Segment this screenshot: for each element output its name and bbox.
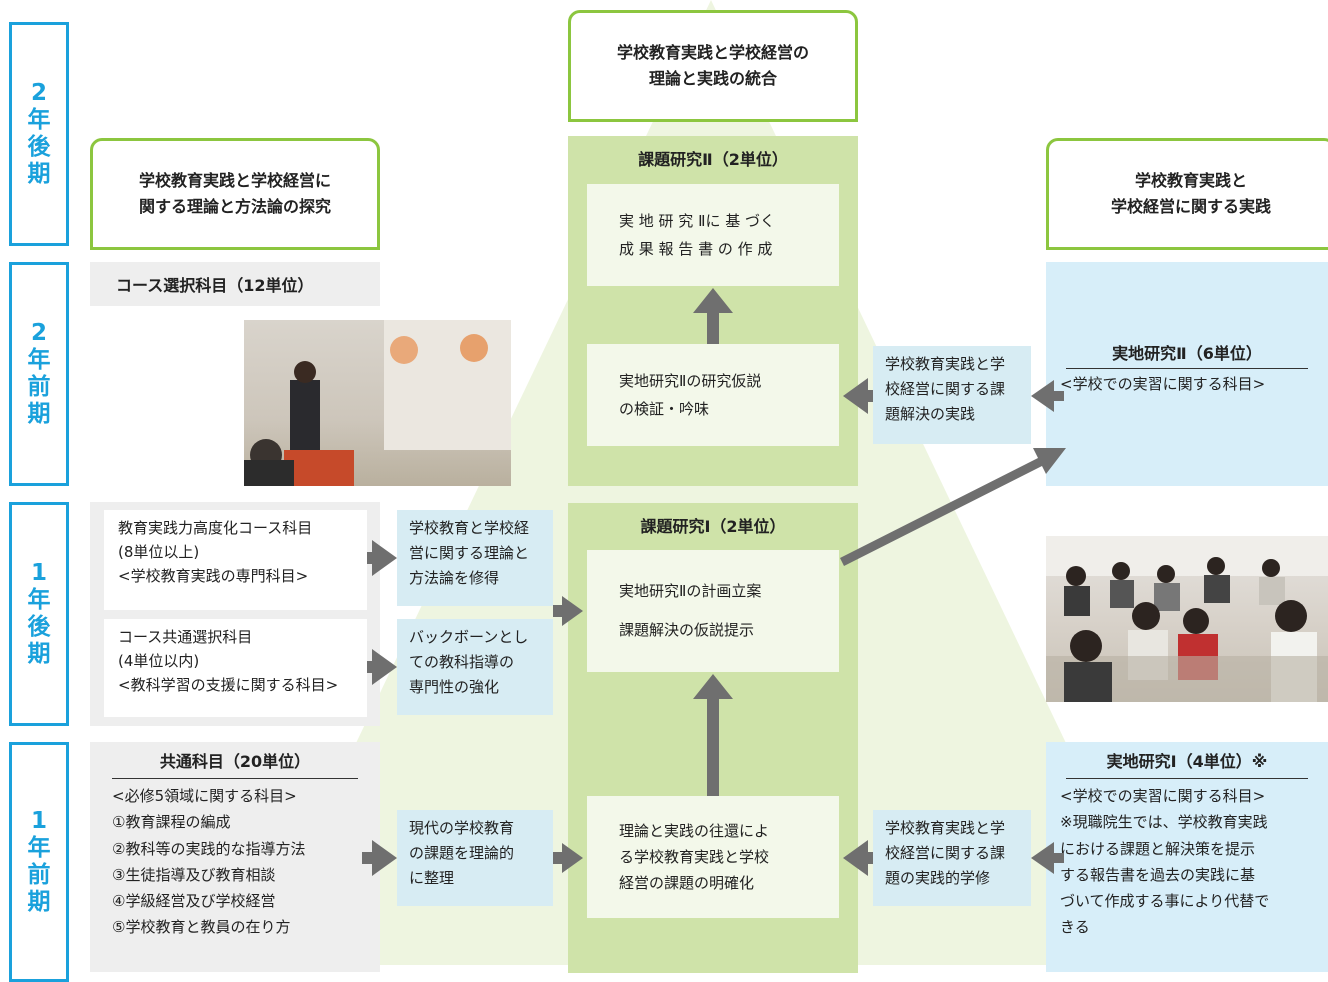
arrow-left-jicchi1 <box>1031 842 1064 874</box>
common-select-card: コース共通選択科目 (4単位以内) <教科学習の支援に関する科目> <box>104 619 367 717</box>
presentation-photo <box>244 320 511 486</box>
arrow-up-kadai2 <box>693 288 733 344</box>
kadai1-plan-box: 実地研究Ⅱの計画立案課題解決の仮説提示 <box>587 550 839 672</box>
common-item: ④学級経営及び学校経営 <box>112 892 276 910</box>
arrow-right-common <box>362 840 397 876</box>
arrow-up-kadai1 <box>693 674 733 796</box>
arrow-right-advanced <box>367 540 397 576</box>
jicchi1-line: における課題と解決策を提示 <box>1060 839 1256 858</box>
jicchi2-panel: 実地研究Ⅱ（6単位） <学校での実習に関する科目> <box>1046 262 1328 486</box>
jicchi1-line: ※現職院生では、学校教育実践 <box>1060 813 1268 832</box>
common-item: ①教育課程の編成 <box>112 813 231 832</box>
common-item: <必修5領域に関する科目> <box>112 787 297 805</box>
arrow-right-common-select <box>367 649 397 685</box>
common-item: ⑤学校教育と教員の在り方 <box>112 918 291 937</box>
arrow-right-modern <box>553 843 583 873</box>
arrow-left-practical <box>843 840 873 876</box>
course-select-label: コース選択科目（12単位） <box>90 262 380 306</box>
kadai2-verify-box: 実地研究Ⅱの研究仮説の検証・吟味 <box>587 344 839 446</box>
kadai1-clarify-box: 理論と実践の往還による学校教育実践と学校経営の課題の明確化 <box>587 796 839 918</box>
common-subjects-panel: 共通科目（20単位） <必修5領域に関する科目> ①教育課程の編成 ②教科等の実… <box>90 742 380 972</box>
arrow-left-jicchi2 <box>1031 380 1064 412</box>
arrow-right-theory <box>553 596 583 626</box>
practice-heading: 学校教育実践と学校経営に関する実践 <box>1046 138 1328 250</box>
advanced-course-card: 教育実践力高度化コース科目 (8単位以上) <学校教育実践の専門科目> <box>104 510 367 610</box>
jicchi1-panel: 実地研究Ⅰ（4単位）※ <学校での実習に関する科目> ※現職院生では、学校教育実… <box>1046 742 1328 972</box>
theory-method-box: 学校教育と学校経営に関する理論と方法論を修得 <box>397 510 553 606</box>
jicchi1-line: する報告書を過去の実践に基 <box>1060 865 1256 884</box>
common-subjects-title: 共通科目（20単位） <box>112 748 358 779</box>
jicchi1-line: <学校での実習に関する科目> <box>1060 787 1266 805</box>
arrow-left-problem <box>843 378 873 414</box>
common-item: ②教科等の実践的な指導方法 <box>112 839 306 858</box>
classroom-photo <box>1046 536 1328 702</box>
jicchi1-line: づいて作成する事により代替で <box>1060 892 1270 910</box>
subject-teaching-box: バックボーンとしての教科指導の専門性の強化 <box>397 619 553 715</box>
arrow-diagonal-jicchi2 <box>840 448 1066 566</box>
kadai1-title: 課題研究Ⅰ（2単位） <box>640 517 786 536</box>
jicchi2-title: 実地研究Ⅱ（6単位） <box>1066 340 1308 369</box>
kadai2-report-box: 実 地 研 究 Ⅱに 基 づく成 果 報 告 書 の 作 成 <box>587 184 839 286</box>
common-item: ③生徒指導及び教育相談 <box>112 865 276 884</box>
problem-solving-box: 学校教育実践と学校経営に関する課題解決の実践 <box>873 346 1031 444</box>
jicchi2-subtitle: <学校での実習に関する科目> <box>1060 375 1266 393</box>
jicchi1-title: 実地研究Ⅰ（4単位）※ <box>1066 748 1308 779</box>
integration-heading: 学校教育実践と学校経営の理論と実践の統合 <box>568 10 858 122</box>
jicchi1-line: きる <box>1060 918 1090 937</box>
kadai2-title: 課題研究Ⅱ（2単位） <box>638 150 788 169</box>
modern-issues-box: 現代の学校教育の課題を理論的に整理 <box>397 810 553 906</box>
practical-learning-box: 学校教育実践と学校経営に関する課題の実践的学修 <box>873 810 1031 906</box>
theory-heading: 学校教育実践と学校経営に関する理論と方法論の探究 <box>90 138 380 250</box>
